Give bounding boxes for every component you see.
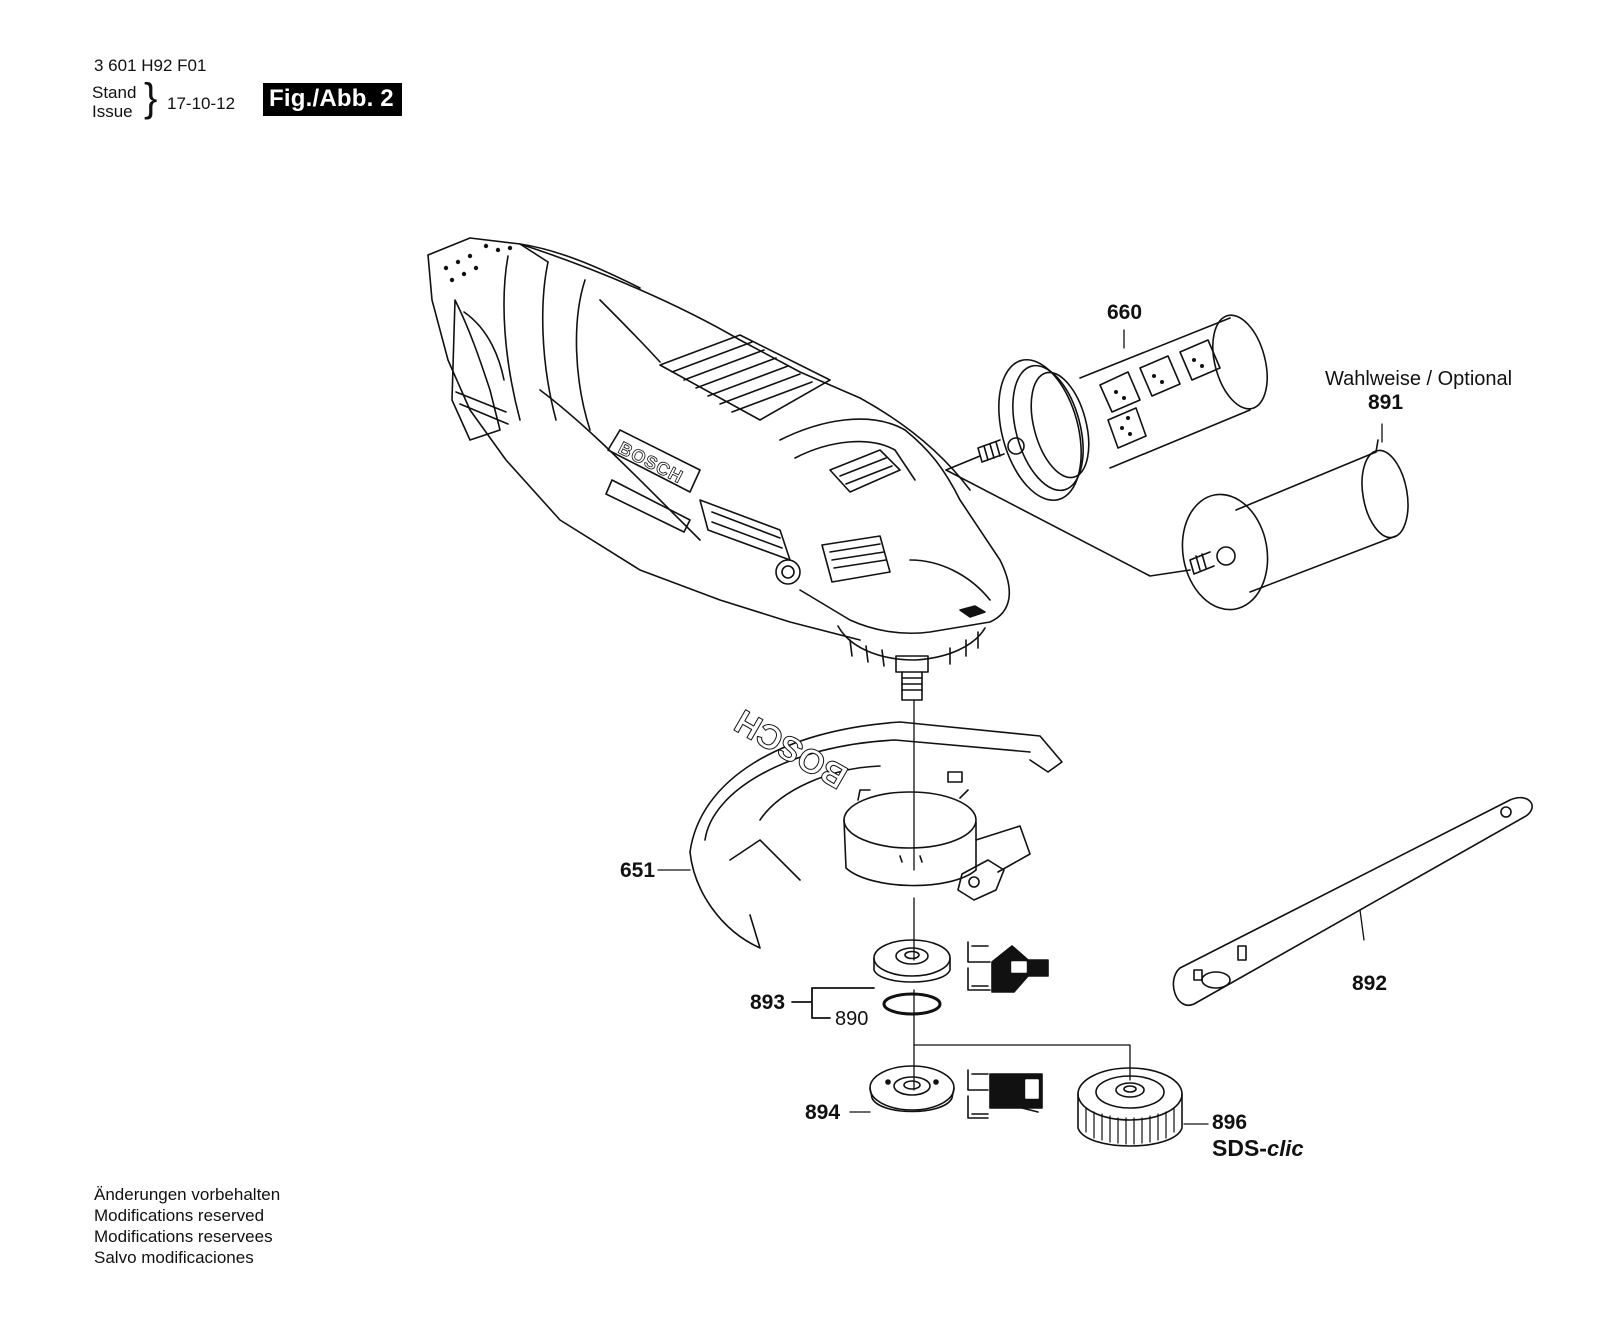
leader-892 — [1359, 909, 1365, 941]
label-892: 892 — [1352, 972, 1388, 995]
footer-notes: Änderungen vorbehalten Modifications res… — [94, 1184, 280, 1268]
angle-grinder-body: BOSCH — [427, 237, 1011, 701]
sds-prefix: SDS- — [1212, 1135, 1267, 1161]
footer-line: Modifications reservees — [94, 1227, 273, 1246]
issue-label: Issue — [92, 102, 133, 121]
figure-label: Fig./Abb. 2 — [263, 83, 402, 116]
label-660: 660 — [1107, 301, 1143, 324]
label-896: 896 — [1212, 1111, 1248, 1134]
mounting-symbol-lower — [967, 1069, 1043, 1119]
auxiliary-handle-891 — [1181, 439, 1409, 611]
label-894: 894 — [805, 1101, 841, 1124]
clamping-nut-894 — [869, 1065, 955, 1113]
auxiliary-handle-660 — [977, 314, 1268, 502]
footer-line: Modifications reserved — [94, 1206, 265, 1225]
part-number: 3 601 H92 F01 — [94, 56, 207, 75]
brace-symbol: } — [144, 76, 158, 120]
wheel-guard-651: BOSCH — [689, 701, 1063, 949]
leader-handle-link — [945, 455, 1191, 577]
stand-label: Stand — [92, 83, 137, 102]
mounting-symbol-upper — [967, 941, 1049, 993]
label-893: 893 — [750, 991, 786, 1014]
quick-clamping-nut-896 — [1077, 1067, 1183, 1147]
label-651: 651 — [620, 859, 656, 882]
mounting-flange-893 — [873, 939, 951, 983]
footer-line: Salvo modificaciones — [94, 1248, 254, 1267]
footer-line: Änderungen vorbehalten — [94, 1185, 281, 1204]
sds-suffix: clic — [1266, 1136, 1304, 1161]
leader-893 — [791, 987, 875, 1019]
sds-clic-label: SDS-clic — [1212, 1135, 1304, 1162]
label-891: 891 — [1368, 391, 1404, 414]
o-ring-890 — [882, 992, 942, 1016]
optional-text: Wahlweise / Optional — [1325, 368, 1513, 390]
issue-date: 17-10-12 — [167, 94, 236, 113]
label-890: 890 — [835, 1008, 869, 1030]
